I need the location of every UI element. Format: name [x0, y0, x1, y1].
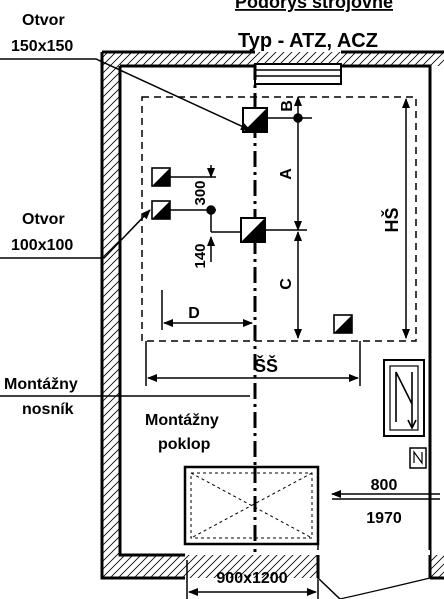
- mounting-hatch-label-line1: Montážny: [145, 412, 219, 429]
- dim-c-label: C: [278, 278, 295, 290]
- opening-150-label-line2: 150x150: [11, 38, 73, 55]
- dim-door: [331, 490, 440, 500]
- shaft-outline: [141, 96, 417, 342]
- mounting-beam-label-line1: Montážny: [4, 376, 78, 393]
- leader-lines: [0, 58, 251, 259]
- mounting-hatch-label-line2: poklop: [158, 436, 211, 453]
- opening-150-top: [242, 107, 268, 133]
- opening-150-label-line1: Otvor: [22, 12, 65, 29]
- opening-100-lower: [151, 200, 171, 220]
- opening-100-upper: [151, 167, 171, 187]
- top-wall-opening: [254, 63, 342, 85]
- dim-hs-label: HŠ: [381, 207, 402, 232]
- small-socket: [409, 447, 427, 469]
- dim-300-140: [170, 165, 241, 262]
- dim-300-label: 300: [192, 180, 209, 205]
- dim-ss-label: ŠŠ: [254, 355, 278, 376]
- dim-140-label: 140: [192, 243, 209, 268]
- dim-door-height-label: 1970: [366, 510, 402, 527]
- switchboard: [383, 359, 425, 437]
- dim-d-label: D: [188, 305, 200, 322]
- opening-100-label-line2: 100x100: [11, 237, 73, 254]
- dim-d: [161, 290, 253, 330]
- dim-hatch-label: 900x1200: [216, 570, 287, 587]
- dim-door-width-label: 800: [371, 477, 398, 494]
- dim-a: [265, 122, 307, 231]
- opening-100-label-line1: Otvor: [22, 211, 65, 228]
- opening-150-middle: [240, 217, 266, 243]
- plan-title: Pôdorys strojovne: [235, 0, 393, 12]
- dim-b-label: B: [279, 100, 296, 112]
- dim-a-label: A: [278, 168, 295, 180]
- mounting-beam-label-line2: nosník: [22, 401, 74, 418]
- dim-ss: [145, 341, 361, 386]
- door: [316, 480, 432, 599]
- opening-150-right: [333, 314, 353, 334]
- mounting-hatch: [183, 465, 320, 546]
- dim-b: [267, 96, 312, 123]
- plan-subtitle: Typ - ATZ, ACZ: [238, 30, 378, 52]
